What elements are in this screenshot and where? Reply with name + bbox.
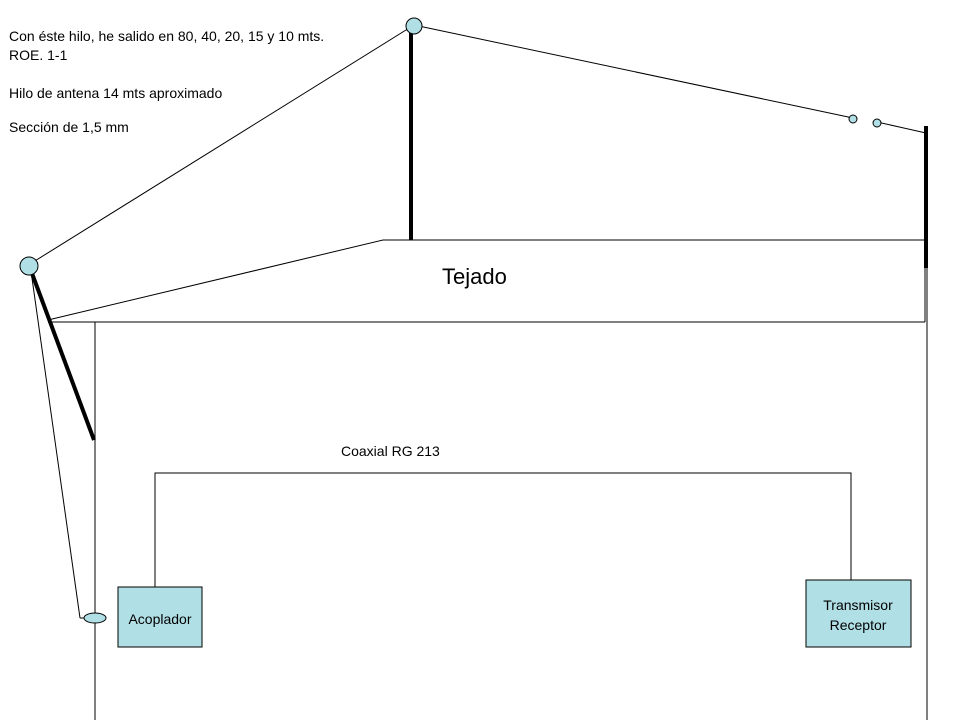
coupler-box — [117, 586, 203, 648]
note-wire-section: Sección de 1,5 mm — [9, 119, 129, 135]
coupler-label: Acoplador — [128, 611, 191, 627]
note-wire-length: Hilo de antena 14 mts aproximado — [9, 85, 222, 101]
antenna-wire-left — [29, 24, 415, 265]
roof-label: Tejado — [442, 264, 507, 289]
wall-feedthrough-insulator — [83, 612, 107, 624]
transceiver-label-line1: Transmisor — [823, 597, 893, 613]
roof-outline — [47, 239, 925, 321]
coax-label: Coaxial RG 213 — [341, 443, 440, 459]
end-insulator-2 — [872, 118, 882, 128]
antenna-wire-right — [413, 24, 854, 119]
left-insulator — [19, 256, 39, 276]
top-insulator — [405, 17, 423, 35]
downlead-wire — [29, 263, 81, 619]
antenna-wire-end — [876, 121, 927, 134]
note-bands: Con éste hilo, he salido en 80, 40, 20, … — [9, 28, 324, 44]
end-insulator-1 — [848, 114, 858, 124]
coaxial-cable — [154, 472, 852, 587]
note-swr: ROE. 1-1 — [9, 47, 68, 63]
left-support-pole — [28, 267, 96, 441]
transceiver-label-line2: Receptor — [830, 617, 887, 633]
transceiver-box — [805, 579, 912, 648]
